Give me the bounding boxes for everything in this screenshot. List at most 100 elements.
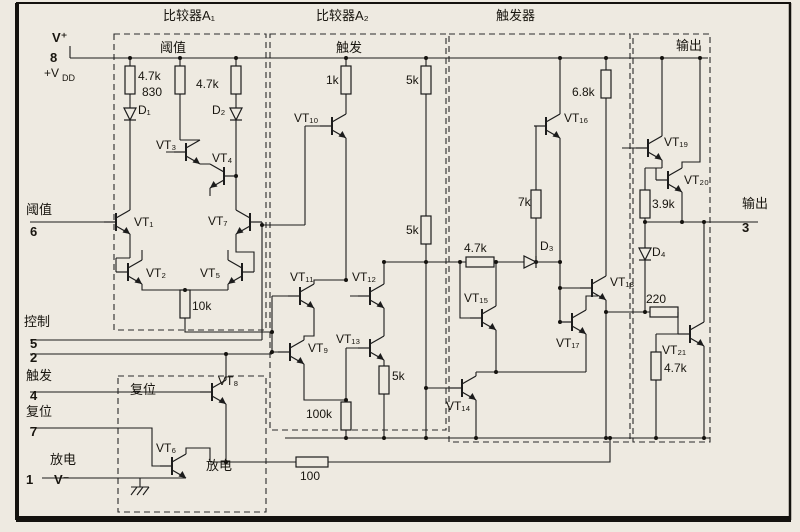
label-r-100k: 100k bbox=[306, 407, 333, 421]
label-r-5k-mid: 5k bbox=[406, 223, 420, 237]
transistor-vt1-symbol bbox=[103, 209, 131, 235]
boxlabel-reset: 复位 bbox=[130, 382, 156, 397]
label-vt13: VT₁₃ bbox=[336, 332, 360, 346]
comparator-a1-box bbox=[113, 33, 267, 331]
label-vt5: VT₅ bbox=[200, 266, 220, 280]
label-r-830: 830 bbox=[142, 85, 162, 99]
label-r-1k: 1k bbox=[326, 73, 340, 87]
pin5-control-label: 控制 bbox=[24, 314, 50, 329]
transistor-vt16-symbol bbox=[533, 113, 561, 139]
boxlabel-discharge: 放电 bbox=[206, 458, 232, 473]
transistor-vt13-symbol bbox=[357, 335, 385, 361]
transistor-vt19-symbol bbox=[635, 135, 663, 161]
output-box bbox=[632, 33, 711, 443]
label-vt20: VT₂₀ bbox=[684, 173, 709, 187]
pin4-number: 4 bbox=[30, 388, 38, 403]
resistor-4k7-out bbox=[650, 351, 662, 381]
label-d1: D₁ bbox=[138, 103, 151, 117]
diode-d1-symbol bbox=[123, 107, 137, 121]
pin3-output-label: 输出 bbox=[742, 196, 768, 211]
label-vt6: VT₆ bbox=[156, 441, 176, 455]
resistor-220 bbox=[649, 306, 679, 318]
wires bbox=[30, 46, 758, 496]
resistor-5k-low bbox=[378, 365, 390, 395]
pin1-discharge-label: 放电 bbox=[50, 452, 76, 467]
label-vt1: VT₁ bbox=[134, 215, 153, 229]
resistor-4k7-a1-left bbox=[124, 65, 136, 95]
transistor-vt2-symbol bbox=[115, 259, 143, 285]
transistor-vt20-symbol bbox=[655, 167, 683, 193]
resistor-100k bbox=[340, 401, 352, 431]
label-vt16: VT₁₆ bbox=[564, 111, 588, 125]
resistor-1k bbox=[340, 65, 352, 95]
label-vt15: VT₁₅ bbox=[464, 291, 488, 305]
label-r-5k-top: 5k bbox=[406, 73, 420, 87]
label-d4: D₄ bbox=[652, 245, 666, 259]
sublabel-threshold: 阈值 bbox=[160, 40, 186, 55]
section-label-comparator-a1: 比较器A₁ bbox=[163, 8, 216, 23]
pin1-number: 1 bbox=[26, 472, 33, 487]
section-labels: 比较器A₁ 比较器A₂ 触发器 输出 阈值 触发 复位 放电 bbox=[130, 8, 702, 473]
label-r-3k9: 3.9k bbox=[652, 197, 676, 211]
pin5-number: 5 bbox=[30, 336, 37, 351]
label-vt2: VT₂ bbox=[146, 266, 166, 280]
transistor-vt3-symbol bbox=[173, 139, 201, 165]
transistor-vt5-symbol bbox=[227, 259, 255, 285]
label-r-7k: 7k bbox=[518, 195, 532, 209]
label-vt21: VT₂₁ bbox=[662, 343, 686, 357]
pin8-vplus-label: V⁺ bbox=[52, 30, 68, 45]
transistor-vt10-symbol bbox=[319, 113, 347, 139]
section-label-flipflop: 触发器 bbox=[496, 8, 535, 23]
transistor-vt4-symbol bbox=[209, 163, 237, 189]
label-r-6k8: 6.8k bbox=[572, 85, 596, 99]
label-r-220: 220 bbox=[646, 292, 666, 306]
pin6-number: 6 bbox=[30, 224, 37, 239]
resistor-6k8 bbox=[600, 69, 612, 99]
junction-dots bbox=[128, 56, 706, 464]
diode-d4-symbol bbox=[638, 247, 652, 261]
pin7-number: 7 bbox=[30, 424, 37, 439]
label-vt11: VT₁₁ bbox=[290, 270, 313, 284]
transistors bbox=[103, 113, 705, 479]
transistor-vt14-symbol bbox=[449, 375, 477, 401]
label-r-4k7-a1-right: 4.7k bbox=[196, 77, 220, 91]
reset-discharge-box bbox=[117, 375, 267, 513]
label-r-5k-low: 5k bbox=[392, 369, 406, 383]
pin4-trigger-label: 触发 bbox=[26, 368, 52, 383]
pin7-reset-label: 复位 bbox=[26, 404, 52, 419]
label-vt7: VT₇ bbox=[208, 214, 227, 228]
flipflop-box bbox=[448, 33, 631, 443]
resistor-7k bbox=[530, 189, 542, 219]
label-vt19: VT₁₉ bbox=[664, 135, 688, 149]
resistor-5k-top bbox=[420, 65, 432, 95]
comparator-a2-box bbox=[269, 33, 447, 431]
pin3-number: 3 bbox=[742, 220, 749, 235]
label-vt17: VT₁₇ bbox=[556, 336, 580, 350]
label-r-4k7-out: 4.7k bbox=[664, 361, 688, 375]
label-vt4: VT₄ bbox=[212, 151, 232, 165]
pin8-vdd-label: +V bbox=[44, 66, 59, 80]
transistor-labels: VT₁ VT₂ VT₃ VT₄ VT₅ VT₆ VT₇ VT₈ VT₉ VT₁₀… bbox=[134, 111, 709, 455]
label-vt8: VT₈ bbox=[218, 374, 238, 388]
section-label-comparator-a2: 比较器A₂ bbox=[316, 8, 369, 23]
resistor-830 bbox=[174, 65, 186, 95]
label-d2: D₂ bbox=[212, 103, 226, 117]
label-d3: D₃ bbox=[540, 239, 554, 253]
pin1-vminus-label: V⁻ bbox=[54, 472, 70, 487]
pin6-threshold-label: 阈值 bbox=[26, 202, 52, 217]
label-r-10k: 10k bbox=[192, 299, 212, 313]
transistor-vt12-symbol bbox=[357, 283, 385, 309]
transistor-vt17-symbol bbox=[559, 309, 587, 335]
transistor-vt6-symbol bbox=[159, 453, 187, 479]
transistor-vt15-symbol bbox=[469, 305, 497, 331]
diode-labels: D₁ D₂ D₃ D₄ bbox=[138, 103, 666, 259]
label-r-100: 100 bbox=[300, 469, 320, 483]
resistor-3k9 bbox=[639, 189, 651, 219]
pin-labels: V⁺ 8 +V DD 阈值 6 控制 5 2 触发 4 复位 7 放电 1 V⁻… bbox=[24, 30, 768, 487]
resistor-100 bbox=[295, 456, 329, 468]
page-frame bbox=[15, 2, 792, 522]
pin2-number: 2 bbox=[30, 350, 37, 365]
section-boxes bbox=[113, 33, 711, 513]
label-vt18: VT₁₈ bbox=[610, 275, 634, 289]
